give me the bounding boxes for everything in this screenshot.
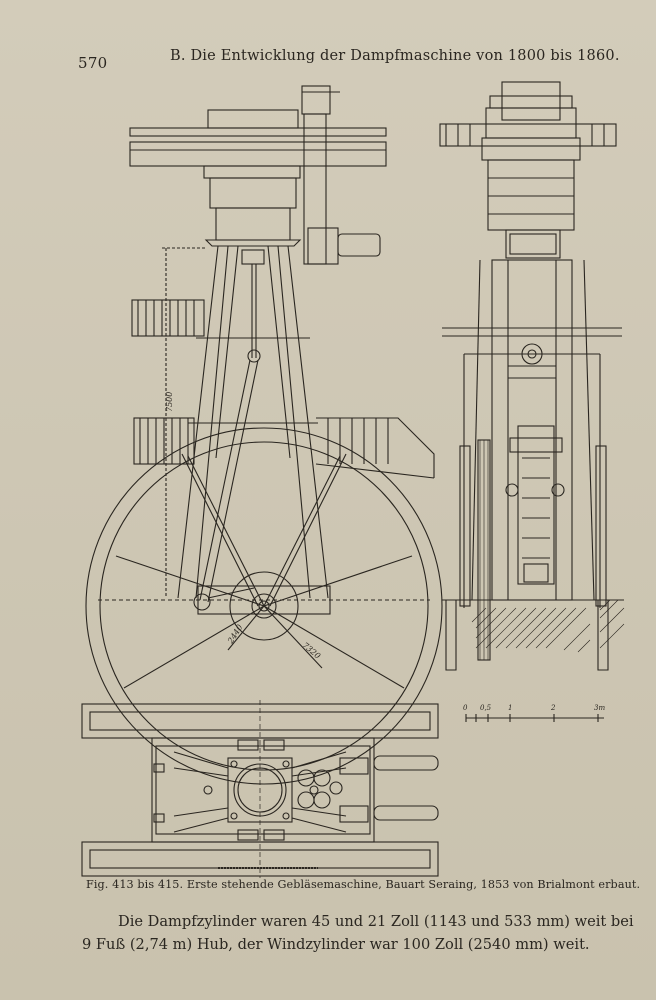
scale-label-0: 0 (463, 704, 468, 712)
page-header: 570 B. Die Entwicklung der Dampfmaschine… (0, 40, 656, 74)
scale-label-05: 0,5 (480, 704, 492, 712)
body-paragraph: Die Dampfzylinder waren 45 und 21 Zoll (… (82, 910, 642, 956)
scale-label-1: 1 (508, 704, 512, 712)
side-elevation (85, 85, 443, 785)
engine-drawing: 7500 2440 7320 (78, 78, 638, 878)
figure-caption: Fig. 413 bis 415. Erste stehende Gebläse… (86, 878, 641, 891)
body-line-1: Die Dampfzylinder waren 45 und 21 Zoll (… (118, 913, 634, 930)
scale-label-3m: 3m (594, 704, 605, 712)
dimension-height: 7500 (165, 392, 174, 412)
scale-label-2: 2 (550, 704, 556, 712)
plan-view (81, 700, 439, 878)
scale-bar (465, 714, 604, 722)
running-head: B. Die Entwicklung der Dampfmaschine von… (170, 48, 620, 64)
page-number: 570 (78, 54, 108, 72)
dimension-wheel: 7320 (301, 641, 322, 661)
body-line-2: 9 Fuß (2,74 m) Hub, der Windzylinder war… (82, 936, 590, 953)
front-elevation (439, 81, 625, 671)
